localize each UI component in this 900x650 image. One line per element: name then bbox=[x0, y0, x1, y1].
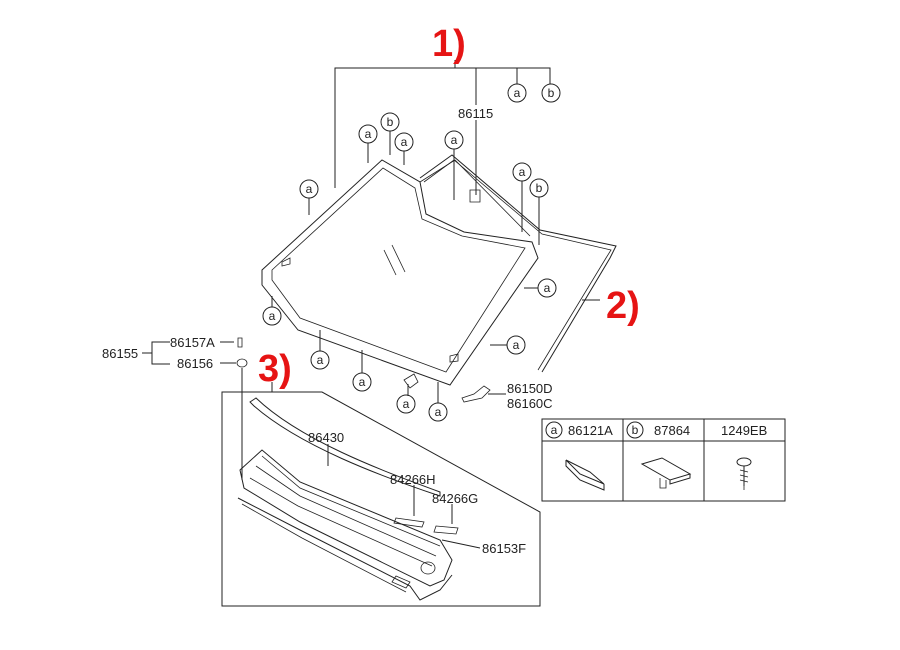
section1-leaders bbox=[334, 60, 551, 195]
part-86156: 86156 bbox=[177, 356, 213, 371]
marker-a-3: a bbox=[394, 132, 414, 152]
marker-a-10: a bbox=[310, 350, 330, 370]
clip-icon bbox=[640, 457, 692, 489]
legend-code-c: 1249EB bbox=[721, 423, 767, 438]
marker-b-2: b bbox=[380, 112, 400, 132]
svg-text:a: a bbox=[519, 165, 526, 179]
marker-a-7: a bbox=[537, 278, 557, 298]
part-84266H: 84266H bbox=[390, 472, 436, 487]
cowl-clips bbox=[327, 444, 481, 549]
marker-b-3: b bbox=[529, 178, 549, 198]
part-84266G: 84266G bbox=[432, 491, 478, 506]
svg-text:b: b bbox=[548, 86, 555, 100]
legend-code-a: 86121A bbox=[568, 423, 613, 438]
section-label-1: 1) bbox=[432, 23, 466, 65]
part-86430: 86430 bbox=[308, 430, 344, 445]
svg-text:a: a bbox=[365, 127, 372, 141]
screw-icon bbox=[736, 457, 752, 490]
marker-b-1: b bbox=[541, 83, 561, 103]
svg-text:a: a bbox=[403, 397, 410, 411]
marker-a-1: a bbox=[507, 83, 527, 103]
svg-text:a: a bbox=[435, 405, 442, 419]
legend-marker-a bbox=[545, 421, 563, 439]
svg-text:a: a bbox=[306, 182, 313, 196]
marker-a-6: a bbox=[512, 162, 532, 182]
part-86160C: 86160C bbox=[507, 396, 553, 411]
marker-a-2: a bbox=[358, 124, 378, 144]
marker-leaders bbox=[271, 131, 540, 403]
part-86157A: 86157A bbox=[170, 335, 215, 350]
legend-marker-b-text: b bbox=[632, 423, 639, 437]
marker-a-4: a bbox=[444, 130, 464, 150]
svg-text:a: a bbox=[269, 309, 276, 323]
svg-text:a: a bbox=[514, 86, 521, 100]
pad-icon bbox=[565, 459, 605, 491]
svg-text:b: b bbox=[387, 115, 394, 129]
marker-a-12: a bbox=[396, 394, 416, 414]
windshield-glass bbox=[261, 159, 539, 386]
svg-text:a: a bbox=[544, 281, 551, 295]
legend-code-b: 87864 bbox=[654, 423, 690, 438]
svg-text:a: a bbox=[401, 135, 408, 149]
marker-a-8: a bbox=[506, 335, 526, 355]
marker-a-9: a bbox=[262, 306, 282, 326]
svg-text:b: b bbox=[536, 181, 543, 195]
part-86153F: 86153F bbox=[482, 541, 526, 556]
svg-text:a: a bbox=[359, 375, 366, 389]
svg-text:a: a bbox=[317, 353, 324, 367]
part-86115: 86115 bbox=[458, 106, 493, 121]
marker-a-11: a bbox=[352, 372, 372, 392]
section-label-3: 3) bbox=[258, 348, 292, 390]
part-86155-group bbox=[142, 337, 248, 480]
legend-marker-b bbox=[626, 421, 644, 439]
part-86150D: 86150D bbox=[507, 381, 553, 396]
cowl-top-cover bbox=[237, 397, 453, 601]
windshield-moulding bbox=[419, 154, 617, 373]
legend-marker-a-text: a bbox=[551, 423, 558, 437]
svg-text:a: a bbox=[451, 133, 458, 147]
marker-a-13: a bbox=[428, 402, 448, 422]
marker-a-5: a bbox=[299, 179, 319, 199]
svg-text:a: a bbox=[513, 338, 520, 352]
section3-frame bbox=[221, 391, 541, 607]
legend-table: a 86121A b 87864 1249EB bbox=[541, 418, 786, 502]
part-86155: 86155 bbox=[102, 346, 138, 361]
section-label-2: 2) bbox=[606, 285, 640, 327]
brackets-86150D-86160C bbox=[403, 373, 506, 403]
